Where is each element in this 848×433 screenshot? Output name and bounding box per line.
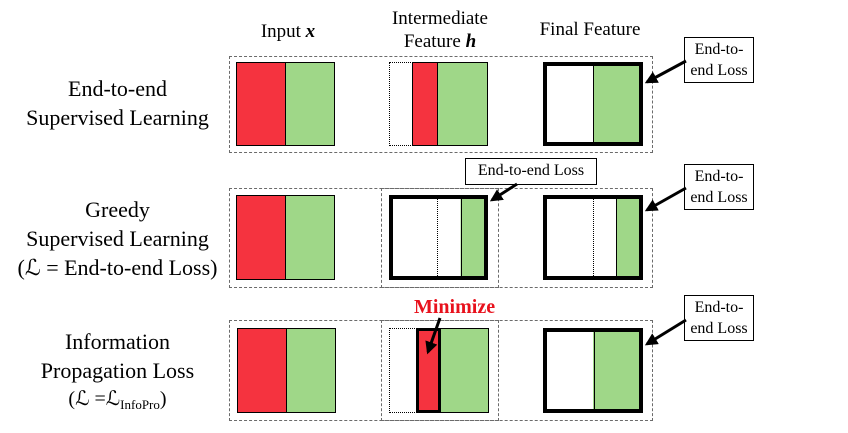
header-input: Input x	[238, 20, 338, 43]
header-intermediate-symbol: h	[465, 31, 477, 52]
header-input-label: Input	[260, 21, 301, 42]
row3-label-line2: Propagation Loss	[40, 358, 195, 383]
row3-loss-suffix: )	[159, 388, 167, 410]
row2-intermediate-block	[389, 195, 488, 280]
row2-label: Greedy Supervised Learning (ℒ = End-to-e…	[0, 195, 235, 282]
row2-final-dotted-divider	[593, 199, 594, 276]
row1-intermediate-dotted-block	[389, 62, 413, 146]
row3-label-line3: (ℒ =ℒInfoPro)	[0, 385, 235, 419]
row2-label-line1: Greedy	[85, 197, 150, 222]
row2-final-loss-arrow	[644, 186, 687, 212]
row1-loss-arrow	[644, 59, 687, 84]
row3-final-loss-box: End-to-end Loss	[684, 295, 754, 341]
row1-intermediate-green-block	[437, 62, 488, 146]
row2-intermediate-loss-arrow	[489, 182, 518, 202]
row2-intermediate-solid-divider	[461, 199, 462, 276]
row2-intermediate-loss-box: End-to-end Loss	[465, 158, 597, 185]
header-intermediate-line2: Feature h	[370, 30, 510, 53]
row1-input-red-block	[236, 62, 286, 146]
row3-intermediate-dotted-block	[389, 328, 417, 413]
header-final: Final Feature	[539, 19, 641, 40]
row3-intermediate-green-block	[440, 328, 489, 413]
row2-intermediate-dotted-divider	[437, 199, 438, 276]
header-input-symbol: x	[305, 21, 316, 42]
minimize-label: Minimize	[414, 296, 496, 318]
row2-label-line2: Supervised Learning	[26, 226, 209, 251]
row1-label-line1: End-to-end	[68, 76, 167, 101]
row2-final-solid-divider	[616, 199, 617, 276]
row1-final-loss-box: End-to-end Loss	[684, 37, 754, 83]
row3-final-loss-arrow	[644, 318, 687, 346]
row1-final-divider	[593, 64, 594, 144]
row3-loss-prefix: (ℒ =ℒ	[68, 388, 121, 410]
row2-final-loss-box: End-to-end Loss	[684, 164, 754, 210]
row1-dashed-frame	[229, 56, 653, 153]
row3-final-block	[543, 328, 643, 413]
row1-intermediate-red-block	[412, 62, 438, 146]
row3-final-divider	[594, 330, 595, 411]
row2-input-green-block	[285, 195, 335, 280]
row1-label: End-to-end Supervised Learning	[0, 74, 235, 132]
row2-intermediate-dashed-frame	[381, 188, 499, 288]
row3-input-red-block	[237, 328, 287, 413]
header-intermediate-line1: Intermediate	[391, 8, 488, 29]
row3-label: Information Propagation Loss (ℒ =ℒInfoPr…	[0, 327, 235, 419]
header-intermediate-feature: Feature	[403, 31, 461, 52]
row3-input-green-block	[286, 328, 336, 413]
minimize-arrow	[425, 317, 442, 355]
row1-label-line2: Supervised Learning	[26, 105, 209, 130]
row3-loss-sub: InfoPro	[120, 397, 160, 412]
row2-label-line3: (ℒ = End-to-end Loss)	[17, 255, 218, 280]
header-intermediate: Intermediate Feature h	[370, 7, 510, 53]
row1-input-green-block	[285, 62, 335, 146]
row3-label-line1: Information	[64, 329, 171, 354]
